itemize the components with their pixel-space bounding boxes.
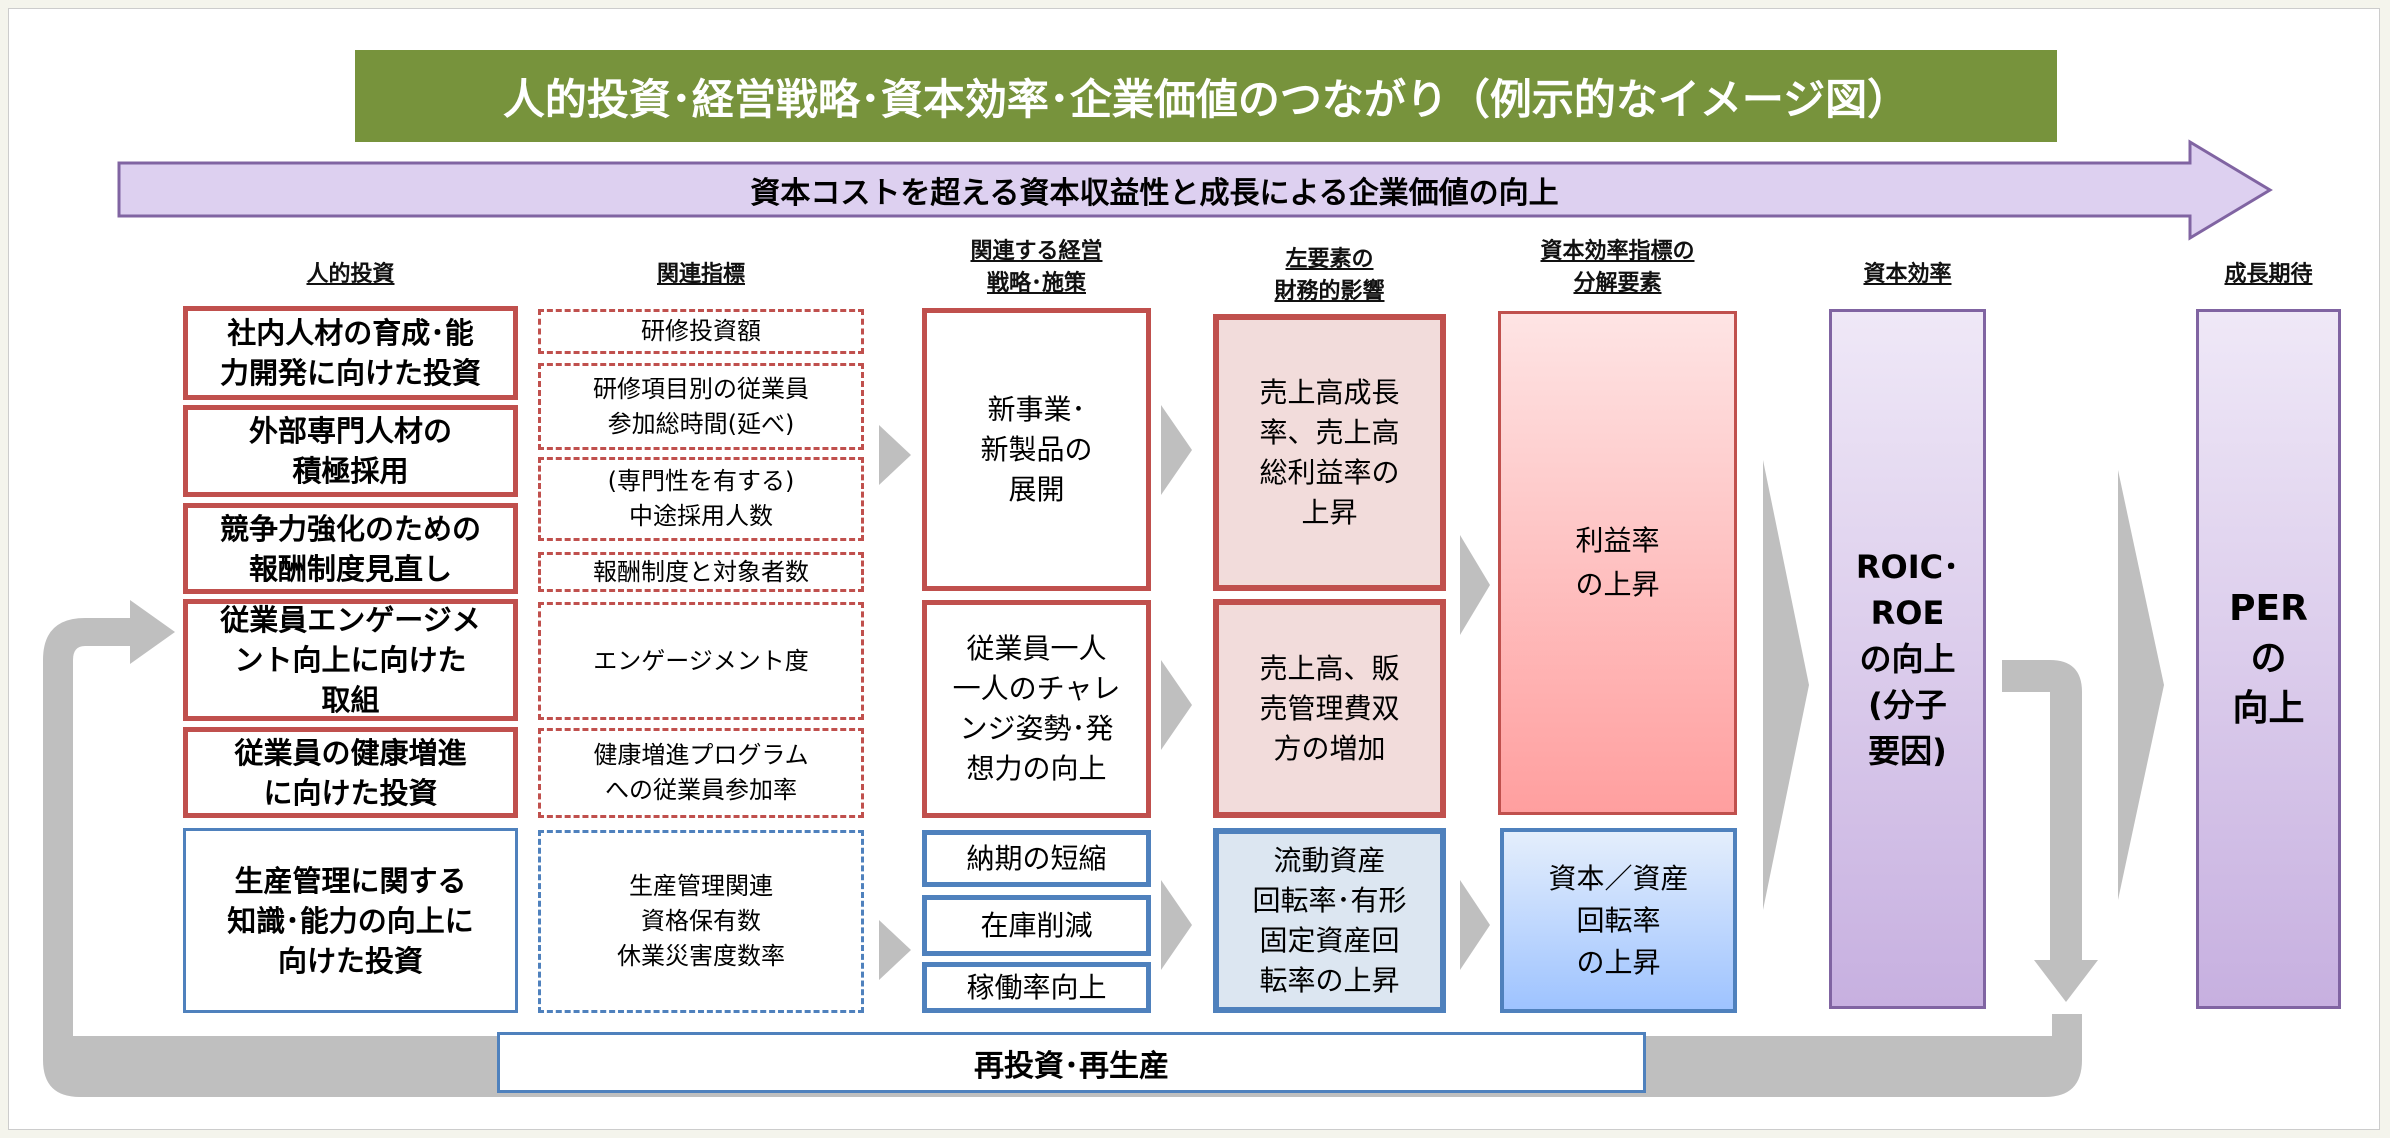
header-strategies: 関連する経営 戦略･施策	[970, 239, 1103, 296]
header-financial: 左要素の 財務的影響	[1274, 247, 1385, 304]
per-box: PER の 向上	[2196, 309, 2341, 1009]
roic-roe-box: ROIC･ ROE の向上 (分子 要因)	[1829, 309, 1986, 1009]
indicator-box: 研修投資額	[538, 309, 864, 354]
investment-box: 社内人材の育成･能 力開発に向けた投資	[183, 306, 518, 400]
investment-box: 外部専門人材の 積極採用	[183, 405, 518, 497]
indicator-box: エンゲージメント度	[538, 602, 864, 720]
banner-text: 資本コストを超える資本収益性と成長による企業価値の向上	[750, 175, 1559, 211]
header-capital-efficiency: 資本効率	[1863, 262, 1952, 287]
investment-box: 従業員の健康増進 に向けた投資	[183, 727, 518, 818]
header-indicators: 関連指標	[656, 262, 745, 287]
header-decomposition: 資本効率指標の 分解要素	[1540, 239, 1695, 296]
arrow-icon	[879, 425, 911, 485]
strategy-box: 納期の短縮	[922, 830, 1151, 887]
arrow-icon	[879, 920, 911, 980]
reinvestment-box: 再投資･再生産	[497, 1032, 1646, 1093]
header-human-investment: 人的投資	[306, 262, 395, 287]
arrow-icon	[1763, 460, 1809, 910]
arrow-icon	[1161, 880, 1192, 970]
investment-box: 競争力強化のための 報酬制度見直し	[183, 503, 518, 594]
indicator-box: 健康増進プログラム への従業員参加率	[538, 728, 864, 818]
arrow-icon	[1161, 660, 1192, 750]
indicator-box: 研修項目別の従業員 参加総時間(延べ)	[538, 363, 864, 450]
indicator-box: 報酬制度と対象者数	[538, 552, 864, 592]
strategy-box: 稼働率向上	[922, 962, 1151, 1013]
arrow-icon	[1460, 535, 1490, 635]
financial-box: 売上高、販 売管理費双 方の増加	[1213, 599, 1446, 818]
arrow-icon	[1460, 880, 1490, 970]
indicator-box: 生産管理関連 資格保有数 休業災害度数率	[538, 830, 864, 1013]
strategy-box: 従業員一人 一人のチャレ ンジ姿勢･発 想力の向上	[922, 600, 1151, 818]
arrow-icon	[1161, 405, 1192, 495]
loop-arrow	[43, 600, 2082, 1097]
turnover-box: 資本／資産 回転率 の上昇	[1500, 828, 1737, 1013]
arrow-icon	[2118, 470, 2164, 900]
strategy-box: 新事業･ 新製品の 展開	[922, 308, 1151, 591]
strategy-box: 在庫削減	[922, 895, 1151, 956]
investment-box: 従業員エンゲージメ ント向上に向けた 取組	[183, 599, 518, 721]
loop-arrow	[2002, 660, 2098, 1002]
investment-box: 生産管理に関する 知識･能力の向上に 向けた投資	[183, 828, 518, 1013]
financial-box: 流動資産 回転率･有形 固定資産回 転率の上昇	[1213, 828, 1446, 1013]
profit-margin-box: 利益率 の上昇	[1498, 311, 1737, 815]
indicator-box: (専門性を有する) 中途採用人数	[538, 457, 864, 541]
page-title: 人的投資･経営戦略･資本効率･企業価値のつながり（例示的なイメージ図）	[355, 50, 2057, 142]
header-growth: 成長期待	[2224, 262, 2313, 287]
banner-arrow	[117, 139, 2273, 241]
financial-box: 売上高成長 率、売上高 総利益率の 上昇	[1213, 314, 1446, 591]
